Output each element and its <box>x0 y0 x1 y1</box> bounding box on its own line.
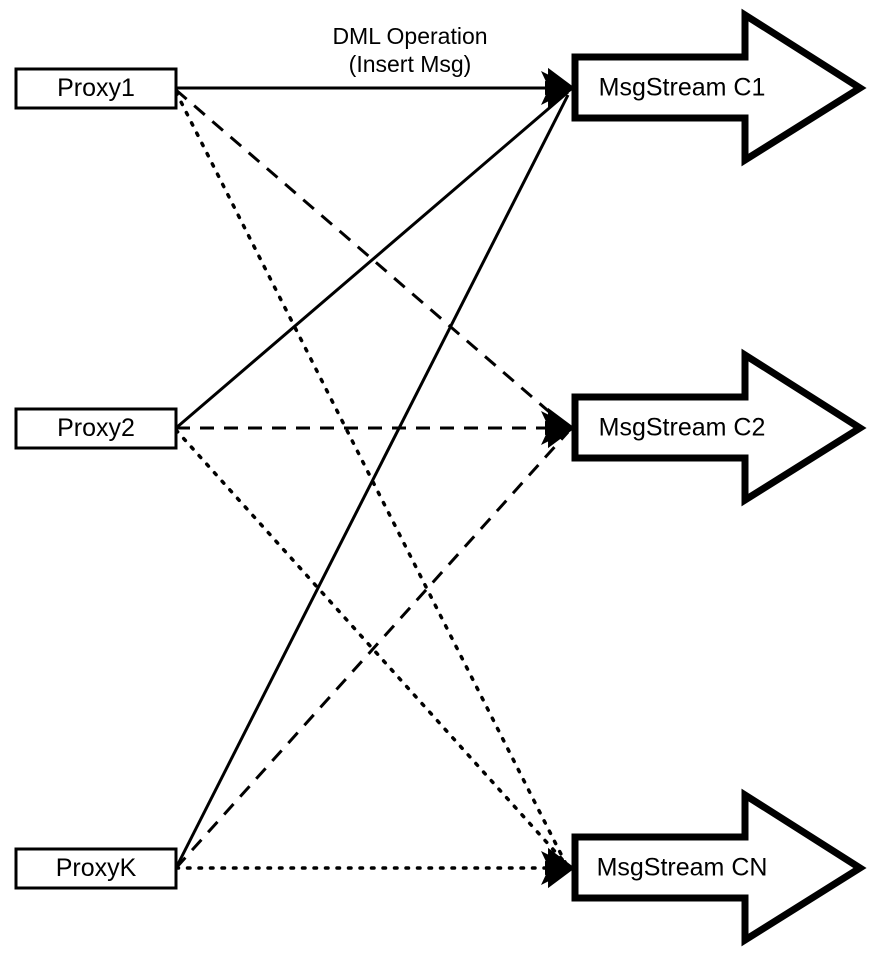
stream-c1-label: MsgStream C1 <box>599 74 766 102</box>
node-proxy2[interactable]: Proxy2 <box>14 407 178 450</box>
edge-label-dml-operation: DML Operation (Insert Msg) <box>332 23 487 77</box>
proxy1-box[interactable] <box>14 67 178 110</box>
link-proxyk-to-stream-c2[interactable] <box>174 430 570 870</box>
stream-c2-block-arrow-icon[interactable] <box>571 348 867 507</box>
edge-label-line2: (Insert Msg) <box>349 51 472 77</box>
arrowhead-layer <box>541 67 575 889</box>
node-stream-c1[interactable]: MsgStream C1 <box>571 8 867 167</box>
edge-label-line1: DML Operation <box>332 23 487 49</box>
node-stream-cn[interactable]: MsgStream CN <box>571 788 867 947</box>
link-layer <box>174 86 570 870</box>
node-stream-c2[interactable]: MsgStream C2 <box>571 348 867 507</box>
proxyk-label: ProxyK <box>56 854 137 882</box>
arrowhead-stream-c1-icon <box>541 67 575 109</box>
arrowhead-barb-4 <box>548 868 575 889</box>
link-proxy2-to-stream-c1[interactable] <box>175 90 569 430</box>
proxy-layer: Proxy1 Proxy2 ProxyK <box>14 67 178 890</box>
link-proxy1-to-stream-cn[interactable] <box>174 90 570 870</box>
stream-c1-block-arrow-icon[interactable] <box>571 8 867 167</box>
stream-c2-label: MsgStream C2 <box>599 414 766 442</box>
proxyk-box[interactable] <box>14 847 178 890</box>
proxy2-box[interactable] <box>14 407 178 450</box>
link-proxyk-to-stream-c1[interactable] <box>174 94 570 869</box>
arrowhead-stream-cn-icon <box>541 847 575 889</box>
node-proxyk[interactable]: ProxyK <box>14 847 178 890</box>
arrowhead-stream-c2-icon <box>541 407 575 449</box>
arrowhead-barb-4 <box>548 428 575 449</box>
stream-cn-label: MsgStream CN <box>597 854 768 882</box>
stream-layer: MsgStream C1 MsgStream C2 MsgStream CN <box>571 8 867 947</box>
proxy2-label: Proxy2 <box>57 414 135 442</box>
proxy1-label: Proxy1 <box>57 74 135 102</box>
stream-cn-block-arrow-icon[interactable] <box>571 788 867 947</box>
node-proxy1[interactable]: Proxy1 <box>14 67 178 110</box>
arrowhead-barb-4 <box>548 88 575 109</box>
